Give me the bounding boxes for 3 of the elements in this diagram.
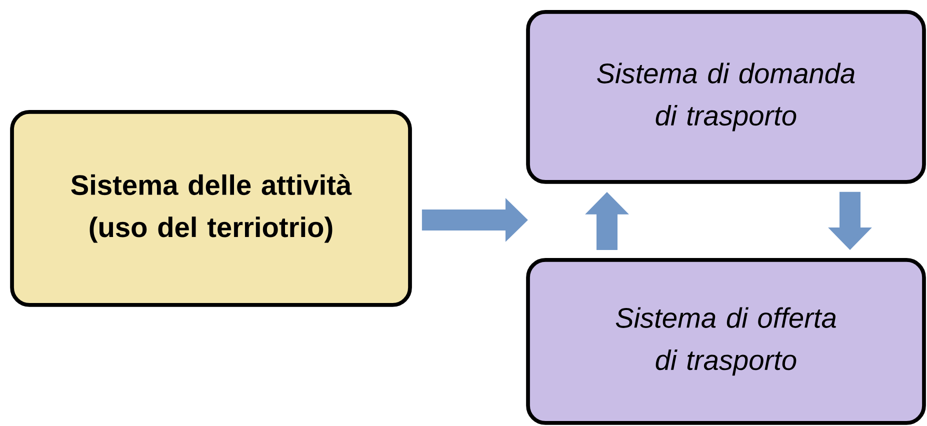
process-box: Sistema di domanda di trasporto <box>526 10 926 184</box>
process-box: Sistema delle attività (uso del terriotrio) <box>10 110 412 307</box>
process-box: Sistema di offerta di trasporto <box>526 258 926 425</box>
